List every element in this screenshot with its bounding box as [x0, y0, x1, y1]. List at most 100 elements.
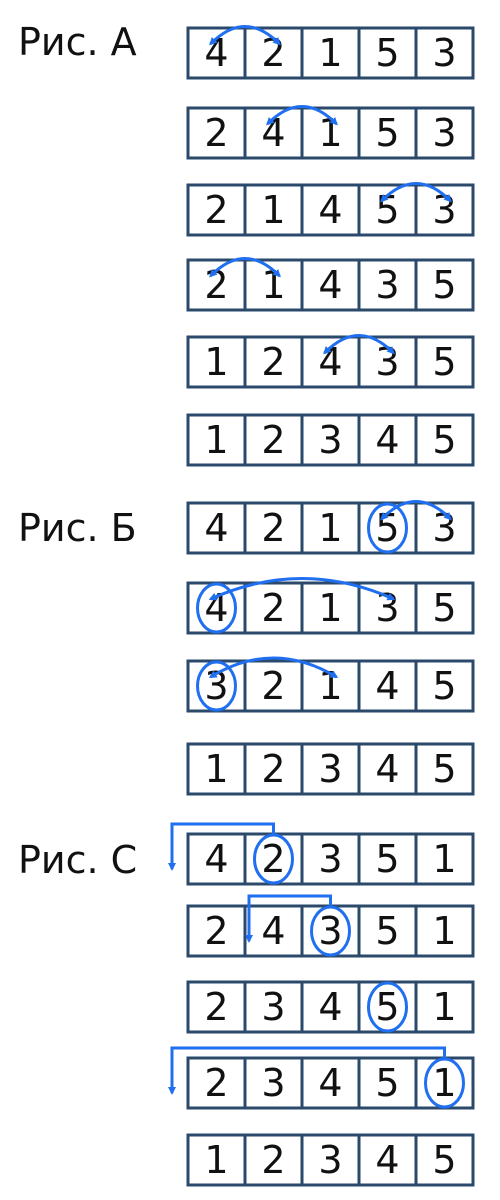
- array-cell: [300, 501, 361, 555]
- array-cell: [243, 258, 304, 312]
- cell-value: 5: [432, 263, 456, 307]
- array-cell: [414, 106, 475, 160]
- cell-value: 2: [204, 111, 228, 155]
- cell-value: 5: [375, 909, 399, 953]
- cell-value: 2: [204, 188, 228, 232]
- cell-value: 3: [261, 985, 285, 1029]
- array-cell: [186, 335, 247, 389]
- array-cell: [243, 183, 304, 237]
- array-cell: [357, 183, 418, 237]
- highlight-circle: [367, 981, 408, 1033]
- array-cell: [186, 183, 247, 237]
- cell-value: 3: [432, 111, 456, 155]
- array-cell: [414, 413, 475, 467]
- array-cell: [414, 832, 475, 886]
- array-cell: [414, 742, 475, 796]
- cell-value: 2: [261, 1138, 285, 1182]
- cell-value: 1: [318, 586, 342, 630]
- figure-label-b: Рис. Б: [18, 506, 137, 550]
- cell-value: 5: [375, 1061, 399, 1105]
- cell-value: 4: [375, 1138, 399, 1182]
- array-cell: [414, 183, 475, 237]
- array-cell: [300, 413, 361, 467]
- cell-value: 5: [432, 747, 456, 791]
- array-cell: [414, 501, 475, 555]
- swap-arrow: [380, 182, 452, 203]
- cell-value: 3: [318, 1138, 342, 1182]
- array-cell: [414, 1133, 475, 1187]
- cell-value: 4: [375, 664, 399, 708]
- cell-value: 1: [318, 506, 342, 550]
- cell-value: 4: [318, 985, 342, 1029]
- cell-value: 1: [432, 837, 456, 881]
- array-cell: [357, 106, 418, 160]
- array-cell: [300, 659, 361, 713]
- cell-value: 3: [318, 747, 342, 791]
- figure-label-c: Рис. С: [18, 838, 137, 882]
- array-cell: [414, 258, 475, 312]
- cell-value: 2: [261, 747, 285, 791]
- array-cell: [414, 335, 475, 389]
- cell-value: 2: [261, 506, 285, 550]
- cell-value: 4: [318, 263, 342, 307]
- swap-arrow: [380, 500, 452, 521]
- cell-value: 5: [375, 837, 399, 881]
- array-cell: [357, 742, 418, 796]
- cell-value: 5: [375, 111, 399, 155]
- cell-value: 1: [318, 31, 342, 75]
- cell-value: 2: [261, 586, 285, 630]
- cell-value: 3: [261, 1061, 285, 1105]
- cell-value: 1: [204, 418, 228, 462]
- insert-arrow: [168, 1046, 446, 1095]
- array-cell: [357, 904, 418, 958]
- array-cell: [300, 106, 361, 160]
- cell-value: 5: [432, 418, 456, 462]
- swap-arrow: [209, 257, 281, 278]
- cell-value: 4: [375, 418, 399, 462]
- cell-value: 5: [432, 664, 456, 708]
- array-cell: [300, 980, 361, 1034]
- cell-value: 3: [318, 418, 342, 462]
- cell-value: 4: [375, 747, 399, 791]
- cell-value: 3: [432, 31, 456, 75]
- cell-value: 4: [204, 837, 228, 881]
- swap-arrow: [209, 25, 281, 46]
- swap-arrow: [323, 334, 395, 355]
- insert-arrow: [245, 894, 332, 943]
- array-cell: [414, 26, 475, 80]
- array-cell: [243, 26, 304, 80]
- array-cell: [186, 413, 247, 467]
- array-cell: [186, 1133, 247, 1187]
- array-cell: [243, 413, 304, 467]
- array-cell: [186, 742, 247, 796]
- cell-value: 4: [318, 1061, 342, 1105]
- cell-value: 5: [375, 985, 399, 1029]
- cell-value: 5: [432, 1138, 456, 1182]
- cell-value: 5: [432, 586, 456, 630]
- cell-value: 1: [432, 1061, 456, 1105]
- array-cell: [186, 258, 247, 312]
- array-cell: [186, 106, 247, 160]
- array-cell: [186, 26, 247, 80]
- cell-value: 4: [318, 188, 342, 232]
- array-cell: [357, 1133, 418, 1187]
- cell-value: 3: [318, 909, 342, 953]
- insert-arrow: [168, 822, 275, 871]
- array-cell: [243, 904, 304, 958]
- cell-value: 1: [204, 1138, 228, 1182]
- array-cell: [186, 980, 247, 1034]
